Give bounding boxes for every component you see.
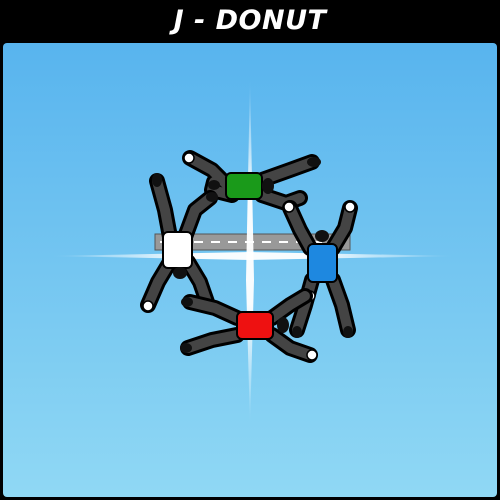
formation-panel bbox=[3, 43, 497, 497]
formation-diagram bbox=[3, 43, 497, 497]
rig-white bbox=[162, 231, 193, 269]
rig-green bbox=[225, 172, 263, 200]
jumper-green bbox=[182, 150, 321, 212]
title-bar: J - DONUT bbox=[0, 0, 500, 40]
rig-blue bbox=[307, 243, 338, 283]
jumper-blue bbox=[282, 200, 358, 338]
jumper-red bbox=[180, 288, 318, 363]
rig-red bbox=[236, 311, 274, 340]
formation-title: J - DONUT bbox=[173, 4, 327, 36]
jumper-white bbox=[140, 173, 218, 313]
